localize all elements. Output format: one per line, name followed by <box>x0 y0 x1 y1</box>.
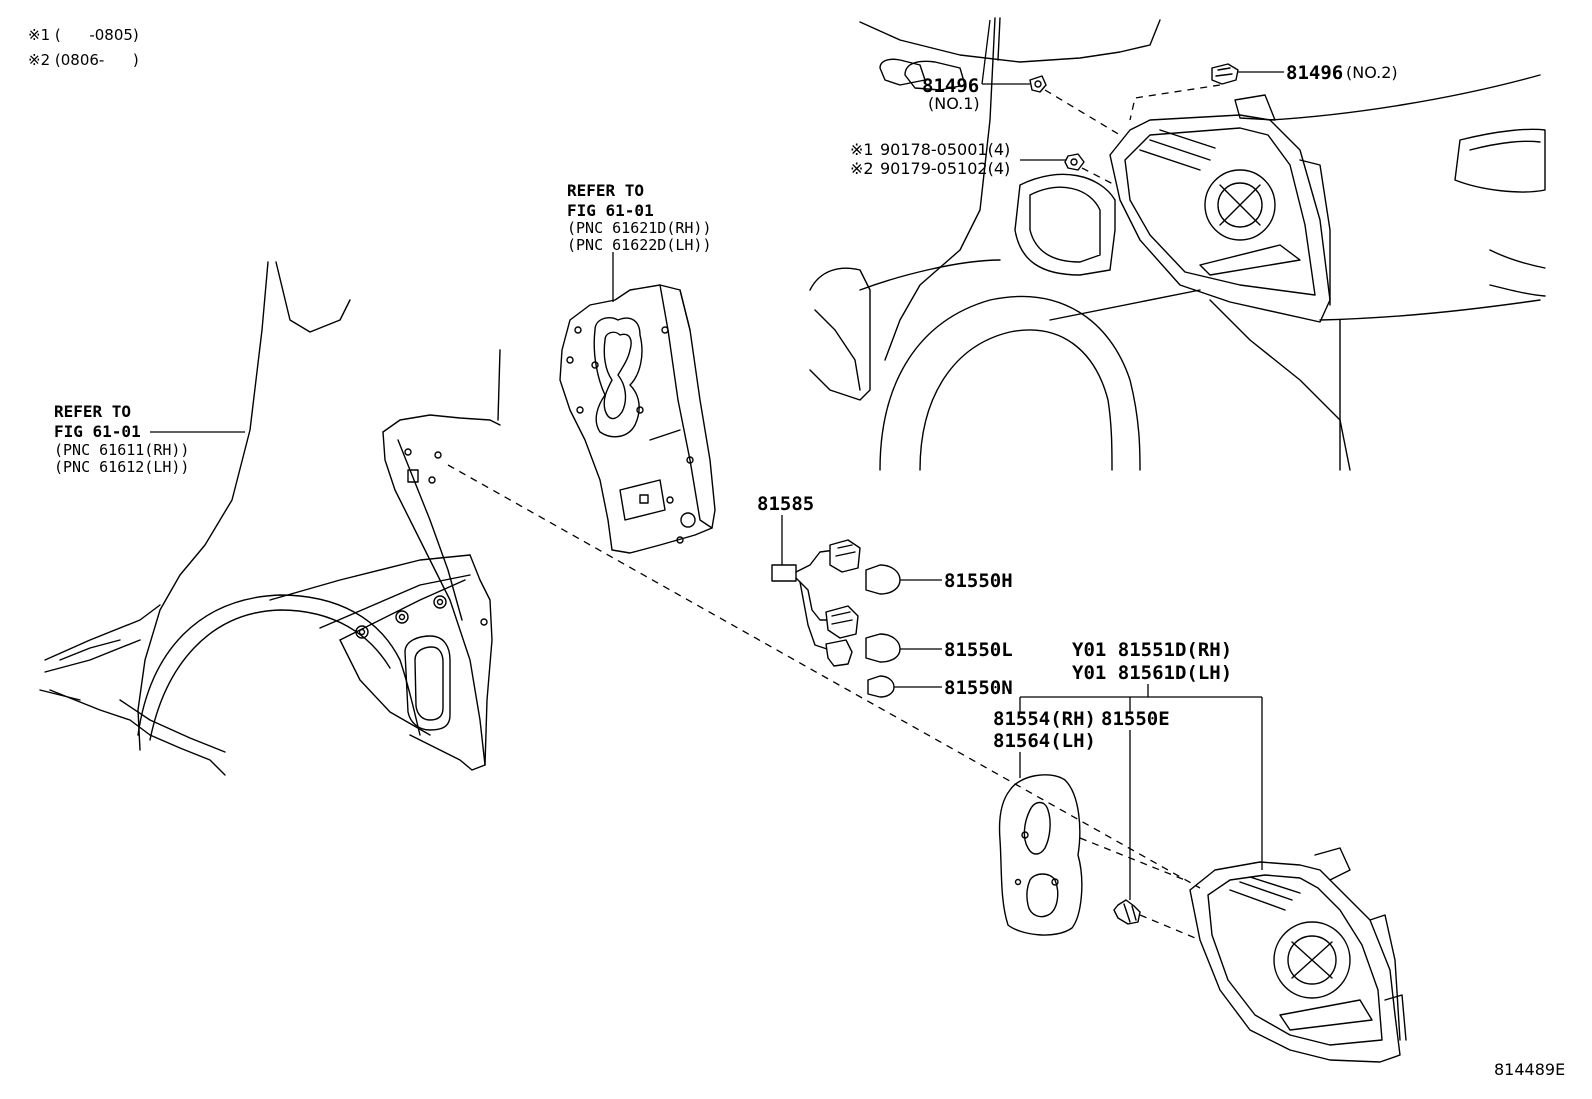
label-lamp-rh: Y01 81551D(RH) <box>1072 639 1232 661</box>
ref-housing-line3: (PNC 61621D(RH)) <box>567 219 712 237</box>
lamp-housing-panel-drawing <box>559 284 716 554</box>
label-nut2: 90179-05102(4) <box>880 159 1010 178</box>
diagram-code: 814489E <box>1494 1060 1565 1079</box>
quarter-panel-drawing <box>39 261 501 776</box>
ref-housing-line2: FIG 61-01 <box>567 201 654 220</box>
ref-quarter-line1: REFER TO <box>54 402 131 421</box>
ref-quarter-line4: (PNC 61612(LH)) <box>54 458 189 476</box>
socket-wire-drawing <box>771 539 861 667</box>
label-nut1-mark: ※1 <box>850 140 874 159</box>
label-clip-no1-sub: (NO.1) <box>928 94 980 113</box>
label-nut2-mark: ※2 <box>850 159 874 178</box>
retainer-clip-icon <box>1113 899 1141 925</box>
clip-no1-icon <box>1029 75 1047 93</box>
ref-housing-line4: (PNC 61622D(LH)) <box>567 236 712 254</box>
label-gasket-rh: 81554(RH) <box>993 708 1096 730</box>
bulb-l-icon <box>865 633 901 663</box>
label-bulb-n: 81550N <box>944 677 1013 699</box>
label-clip-no2-sub: (NO.2) <box>1346 63 1398 82</box>
bulb-n-icon <box>867 675 895 698</box>
ref-housing-line1: REFER TO <box>567 181 644 200</box>
bulb-h-icon <box>865 564 901 595</box>
label-clip-no1: 81496 <box>922 75 979 97</box>
vehicle-rear-drawing <box>809 17 1546 471</box>
label-retainer: 81550E <box>1101 708 1170 730</box>
note-2: ※2 (0806- ) <box>28 51 139 69</box>
label-nut1: 90178-05001(4) <box>880 140 1010 159</box>
nut-icon <box>1064 153 1085 171</box>
label-bulb-h: 81550H <box>944 570 1013 592</box>
label-lamp-lh: Y01 81561D(LH) <box>1072 662 1232 684</box>
ref-quarter-line2: FIG 61-01 <box>54 422 141 441</box>
note-1: ※1 ( -0805) <box>28 26 139 44</box>
ref-quarter-line3: (PNC 61611(RH)) <box>54 441 189 459</box>
label-gasket-lh: 81564(LH) <box>993 730 1096 752</box>
gasket-drawing <box>998 774 1083 936</box>
clip-no2-icon <box>1211 63 1239 85</box>
label-socket-wire: 81585 <box>757 493 814 515</box>
rear-combination-lamp-drawing <box>1189 847 1407 1063</box>
label-clip-no2: 81496 <box>1286 62 1343 84</box>
label-bulb-l: 81550L <box>944 639 1013 661</box>
